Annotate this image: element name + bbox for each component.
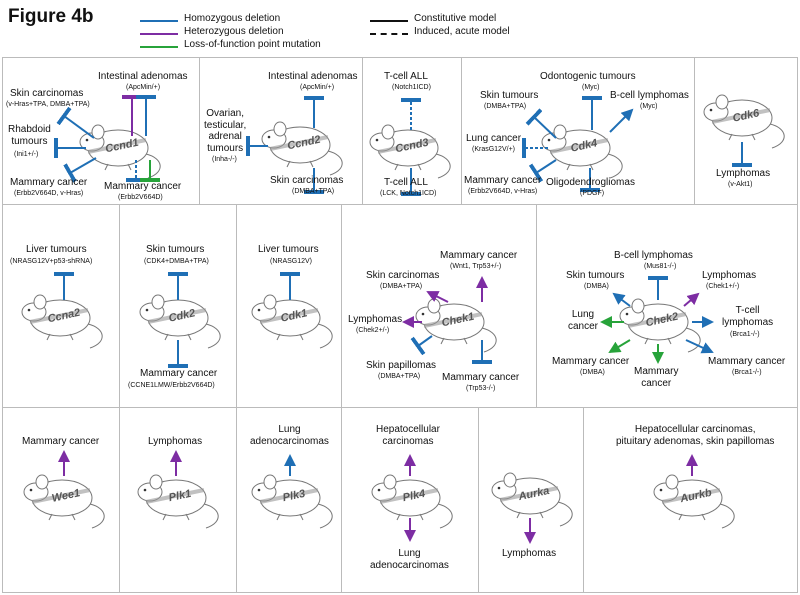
ccnd2-intestinal-sub: (ApcMin/+) xyxy=(300,84,335,91)
legend-label-homozygous: Homozygous deletion xyxy=(184,13,281,24)
ccnd1-intestinal-sub: (ApcMin/+) xyxy=(126,84,161,91)
legend-label-lof: Loss-of-function point mutation xyxy=(184,39,321,50)
plk3-lung-label: Lung adenocarcinomas xyxy=(250,424,329,447)
chek1-pap-label: Skin papillomas xyxy=(366,360,437,371)
cdk6-lymph-sub: (v-Akt1) xyxy=(728,181,753,188)
legend-line-constitutive xyxy=(370,20,408,22)
chek2-mammary1-sub: (DMBA) xyxy=(580,369,605,376)
chek1-mammary-label: Mammary cancer xyxy=(440,250,518,261)
cdk4-bcell-label: B-cell lymphomas xyxy=(610,90,689,101)
plk1-lymph-label: Lymphomas xyxy=(148,436,203,447)
chek2-lymph-label: Lymphomas xyxy=(702,270,757,281)
aurkb-hcc-label: Hepatocellular carcinomas, pituitary ade… xyxy=(616,424,775,447)
panel-aurkb xyxy=(583,407,798,593)
legend-label-constitutive: Constitutive model xyxy=(414,13,497,24)
cdk4-mammary-sub: (Erbb2V664D, v-Hras) xyxy=(468,188,538,195)
ccnd2-ovarian-label: Ovarian, testicular, adrenal tumours xyxy=(204,108,247,154)
aurka-lymph-label: Lymphomas xyxy=(502,548,557,559)
cdk4-skin-sub: (DMBA+TPA) xyxy=(484,103,527,110)
legend-line-induced xyxy=(370,33,408,35)
ccnd1-rhabdoid-label: Rhabdoid tumours xyxy=(8,124,51,147)
chek2-mammary2-label: Mammary cancer xyxy=(634,366,679,389)
legend-line-lof xyxy=(140,46,178,48)
chek2-bcell-sub: (Mus81-/-) xyxy=(644,263,677,270)
chek2-tcell-label: T-cell lymphomas xyxy=(722,305,774,328)
chek1-mammary2-label: Mammary cancer xyxy=(442,372,520,383)
cdk4-odonto-label: Odontogenic tumours xyxy=(540,71,636,82)
chek1-mammary2-sub: (Trp53-/-) xyxy=(466,385,496,392)
chek1-skin-sub: (DMBA+TPA) xyxy=(380,283,423,290)
legend-label-heterozygous: Heterozygous deletion xyxy=(184,26,284,37)
ccnd3-tall1-label: T-cell ALL xyxy=(384,71,428,82)
cdk4-mammary-label: Mammary cancer xyxy=(464,175,542,186)
ccna2-liver-sub: (NRASG12V+p53-shRNA) xyxy=(10,258,93,265)
chek1-skin-label: Skin carcinomas xyxy=(366,270,440,281)
cdk4-bcell-sub: (Myc) xyxy=(640,103,658,110)
panel-ccna2 xyxy=(2,204,120,408)
cdk4-skin-label: Skin tumours xyxy=(480,90,539,101)
chek2-tcell-sub: (Brca1-/-) xyxy=(730,331,760,338)
chek2-skin-label: Skin tumours xyxy=(566,270,625,281)
cdk2-mammary-sub: (CCNE1LMW/Erbb2V664D) xyxy=(128,382,215,389)
cdk2-skin-label: Skin tumours xyxy=(146,244,205,255)
ccna2-liver-label: Liver tumours xyxy=(26,244,87,255)
cdk4-oligo-sub: (PDGF) xyxy=(580,190,605,197)
ccnd3-tall1-sub: (Notch1ICD) xyxy=(392,84,431,91)
ccnd2-intestinal-label: Intestinal adenomas xyxy=(268,71,358,82)
ccnd2-skin-label: Skin carcinomas xyxy=(270,175,344,186)
ccnd2-ovarian-sub: (Inha-/-) xyxy=(212,156,237,163)
chek2-mammary3-sub: (Brca1-/-) xyxy=(732,369,762,376)
legend-line-homozygous xyxy=(140,20,178,22)
cdk4-lung-label: Lung cancer xyxy=(466,133,522,144)
figure-title: Figure 4b xyxy=(8,6,94,27)
ccnd1-mammary2-label: Mammary cancer xyxy=(104,181,182,192)
chek1-lymph-sub: (Chek2+/-) xyxy=(356,327,390,334)
legend-line-heterozygous xyxy=(140,33,178,35)
chek1-pap-sub: (DMBA+TPA) xyxy=(378,373,421,380)
cdk4-lung-sub: (KrasG12V/+) xyxy=(472,146,515,153)
cdk4-oligo-label: Oligodendrogliomas xyxy=(546,177,635,188)
cdk6-lymph-label: Lymphomas xyxy=(716,168,771,179)
ccnd1-mammary1-sub: (Erbb2V664D, v-Hras) xyxy=(14,190,84,197)
cdk2-skin-sub: (CDK4+DMBA+TPA) xyxy=(144,258,209,265)
chek1-lymph-label: Lymphomas xyxy=(348,314,403,325)
chek2-mammary1-label: Mammary cancer xyxy=(552,356,630,367)
ccnd2-skin-sub: (DMBA+TPA) xyxy=(292,188,335,195)
chek2-lymph-sub: (Chek1+/-) xyxy=(706,283,740,290)
chek2-bcell-label: B-cell lymphomas xyxy=(614,250,693,261)
ccnd1-mammary1-label: Mammary cancer xyxy=(10,177,88,188)
ccnd3-tall2-label: T-cell ALL xyxy=(384,177,428,188)
cdk2-mammary-label: Mammary cancer xyxy=(140,368,218,379)
wee1-mammary-label: Mammary cancer xyxy=(22,436,100,447)
cdk1-liver-sub: (NRASG12V) xyxy=(270,258,313,265)
chek2-lung-label: Lung cancer xyxy=(568,309,599,332)
ccnd1-rhabdoid-sub: (Ini1+/-) xyxy=(14,151,39,158)
panel-cdk1 xyxy=(236,204,342,408)
plk4-hcc-label: Hepatocellular carcinomas xyxy=(376,424,440,447)
legend-label-induced: Induced, acute model xyxy=(414,26,510,37)
cdk4-odonto-sub: (Myc) xyxy=(582,84,600,91)
cdk1-liver-label: Liver tumours xyxy=(258,244,319,255)
ccnd1-intestinal-label: Intestinal adenomas xyxy=(98,71,188,82)
ccnd3-tall2-sub: (LCK, Notch1ICD) xyxy=(380,190,437,197)
ccnd1-skin-label: Skin carcinomas xyxy=(10,88,84,99)
plk4-lung-label: Lung adenocarcinomas xyxy=(370,548,449,571)
chek2-skin-sub: (DMBA) xyxy=(584,283,609,290)
chek2-mammary3-label: Mammary cancer xyxy=(708,356,786,367)
ccnd1-skin-sub: (v-Hras+TPA, DMBA+TPA) xyxy=(6,101,90,108)
ccnd1-mammary2-sub: (Erbb2V664D) xyxy=(118,194,163,201)
chek1-mammary-sub: (Wnt1, Trp53+/-) xyxy=(450,263,502,270)
